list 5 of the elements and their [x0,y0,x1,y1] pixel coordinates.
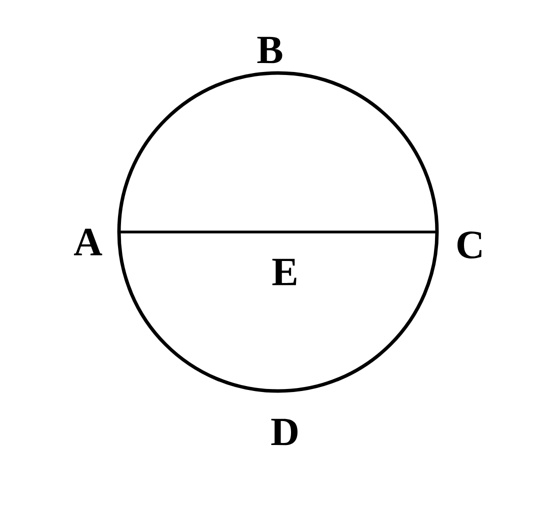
point-label: C [458,232,482,258]
point-label: D [271,418,298,446]
point-label: B [257,36,282,64]
point-label: A [74,228,102,256]
point-label: E [272,258,296,286]
